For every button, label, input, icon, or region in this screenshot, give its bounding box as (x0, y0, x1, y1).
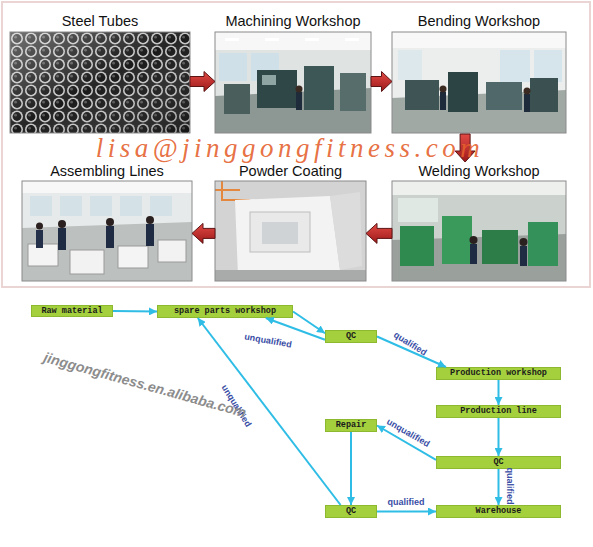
panel-title: Assembling Lines (10, 162, 204, 180)
box-label: Raw material (41, 307, 102, 316)
flow-arrow (498, 418, 500, 456)
process-box: Production workshop (436, 367, 561, 380)
process-box: Repair (325, 419, 377, 432)
process-box: Raw material (31, 305, 113, 317)
process-box: QC (325, 505, 377, 518)
block-arrow (190, 72, 215, 92)
flow-arrow (498, 380, 500, 405)
watermark: lisa@jinggongfitness.com (96, 135, 485, 162)
box-label: QC (346, 332, 356, 341)
panel-title: Welding Workshop (380, 162, 578, 180)
box-label: Warehouse (476, 507, 522, 516)
edge-label: unqualified (244, 332, 293, 349)
box-label: QC (346, 507, 356, 516)
frame (2, 2, 590, 287)
watermark: jinggongfitness.en.alibaba.com (42, 350, 247, 419)
edge-label: qualified (505, 467, 514, 504)
welding-photo (392, 181, 566, 281)
machining-photo (215, 32, 371, 133)
block-arrow (192, 223, 215, 243)
bending-photo (392, 32, 566, 133)
flow-arrow (350, 432, 352, 505)
box-label: QC (493, 458, 503, 467)
assembling-photo (22, 181, 192, 281)
box-label: Production workshop (450, 369, 547, 378)
edge-label: qualified (392, 330, 428, 357)
block-arrow (366, 223, 392, 243)
steel-tubes-photo (10, 32, 190, 133)
photo-panel: Welding Workshop (392, 162, 566, 281)
edge-label: unqualified (385, 417, 431, 449)
photo-panel: Powder Coating (215, 162, 366, 281)
panel-title: Steel Tubes (0, 12, 202, 30)
photo-panel: Bending Workshop (392, 12, 566, 134)
process-box: spare parts workshop (157, 305, 293, 318)
photo-panel: Steel Tubes (10, 12, 190, 134)
edge-label: qualified (387, 498, 424, 507)
powder-coating-photo (215, 181, 366, 281)
process-box: Warehouse (436, 505, 561, 518)
panel-title: Bending Workshop (380, 12, 578, 30)
process-box: QC (436, 456, 561, 469)
photo-panel: Machining Workshop (215, 12, 371, 134)
photo-panel: Assembling Lines (22, 162, 192, 281)
block-arrow (371, 72, 392, 92)
flow-arrow (266, 318, 325, 340)
flow-arrow (377, 511, 436, 513)
process-box: Production line (436, 405, 561, 418)
flow-arrow (113, 310, 157, 313)
process-box: QC (325, 330, 377, 343)
flow-arrow (498, 469, 500, 505)
flow-arrow (293, 312, 325, 334)
panel-title: Powder Coating (203, 162, 378, 180)
panel-title: Machining Workshop (203, 12, 383, 30)
box-label: Repair (336, 421, 367, 430)
box-label: spare parts workshop (174, 307, 276, 316)
box-label: Production line (460, 407, 537, 416)
